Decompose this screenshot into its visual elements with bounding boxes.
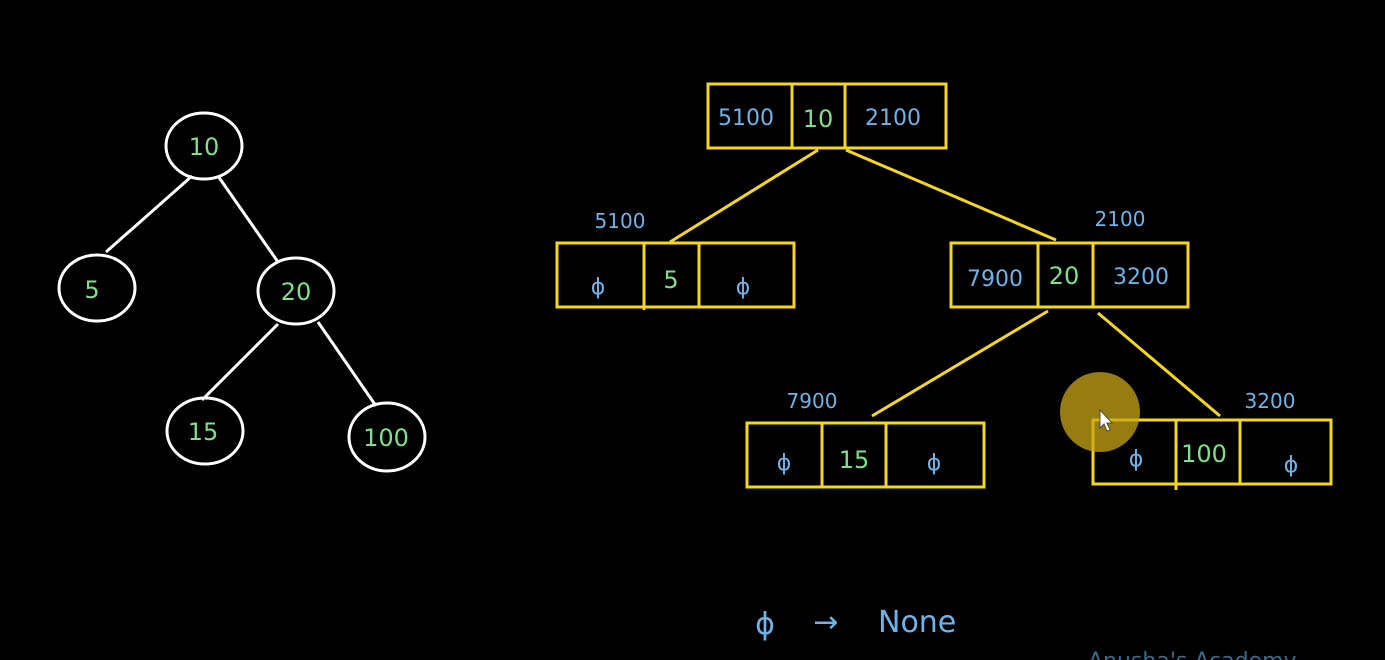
link-root-to-5100 — [669, 148, 819, 244]
node20-value: 20 — [1049, 262, 1080, 290]
address-label-5100: 5100 — [595, 209, 646, 233]
edge-10-20 — [216, 175, 280, 263]
legend-meaning: None — [878, 605, 956, 640]
edge-20-100 — [316, 321, 378, 407]
tree-label-20: 20 — [281, 278, 312, 306]
tree-label-10: 10 — [189, 133, 220, 161]
node100-left-pointer: ϕ — [1129, 447, 1144, 472]
binary-tree — [57, 111, 427, 473]
root-right-pointer: 2100 — [865, 106, 921, 131]
link-20-to-7900 — [871, 309, 1049, 418]
root-left-pointer: 5100 — [718, 106, 774, 131]
memory-node-5 — [555, 241, 796, 310]
mouse-cursor-icon — [1099, 408, 1113, 432]
link-20-to-3200 — [1097, 311, 1221, 418]
tree-label-5: 5 — [84, 276, 99, 304]
address-label-7900: 7900 — [787, 389, 838, 413]
link-root-to-2100 — [845, 148, 1057, 242]
node15-right-pointer: ϕ — [927, 451, 942, 476]
watermark: Anusha's Academy — [1088, 649, 1297, 660]
legend-arrow-icon: → — [813, 605, 838, 640]
address-label-2100: 2100 — [1095, 207, 1146, 231]
memory-links — [669, 148, 1221, 418]
node100-right-pointer: ϕ — [1284, 453, 1299, 478]
tree-node-20 — [256, 256, 336, 326]
node20-right-pointer: 3200 — [1113, 265, 1169, 290]
tree-label-100: 100 — [363, 424, 409, 452]
node5-right-pointer: ϕ — [736, 275, 751, 300]
memory-node-10 — [706, 82, 948, 150]
memory-node-100 — [1091, 418, 1333, 490]
node5-value: 5 — [663, 266, 678, 294]
legend-symbol: ϕ — [755, 607, 775, 642]
edge-10-5 — [105, 174, 193, 254]
tree-node-15 — [165, 396, 245, 466]
node15-value: 15 — [839, 446, 870, 474]
tree-node-5 — [57, 253, 137, 323]
memory-node-20 — [949, 241, 1190, 309]
memory-node-15 — [745, 421, 986, 489]
tree-label-15: 15 — [188, 418, 219, 446]
tree-node-100 — [347, 401, 427, 473]
root-value: 10 — [803, 105, 834, 133]
node20-left-pointer: 7900 — [967, 267, 1023, 292]
edge-20-15 — [200, 322, 280, 402]
node100-value: 100 — [1181, 440, 1227, 468]
node15-left-pointer: ϕ — [777, 451, 792, 476]
address-label-3200: 3200 — [1245, 389, 1296, 413]
node5-left-pointer: ϕ — [591, 275, 606, 300]
tree-node-10 — [164, 111, 244, 181]
